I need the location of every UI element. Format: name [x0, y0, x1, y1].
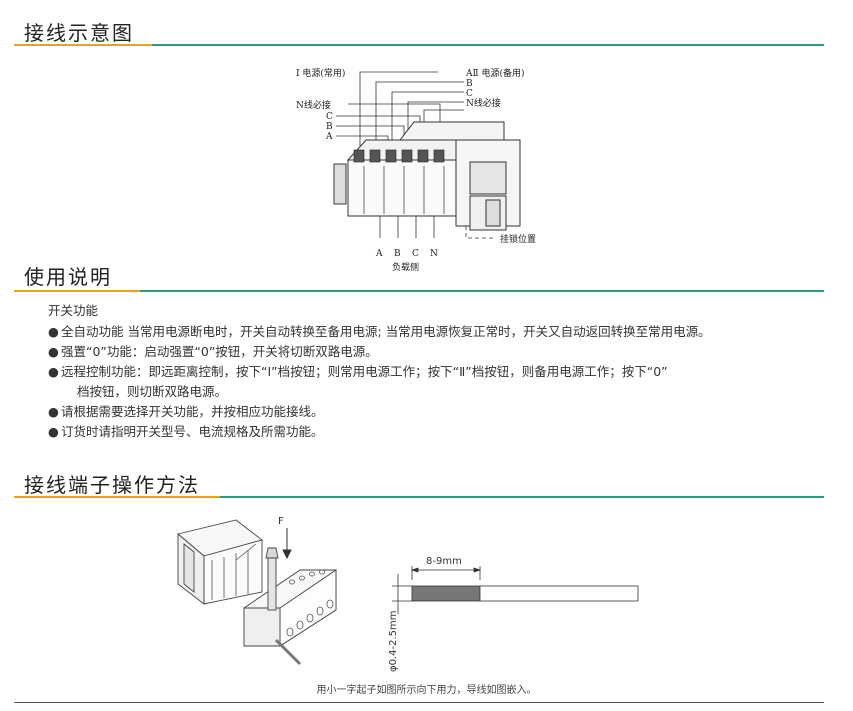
stripped-conductor: [411, 585, 481, 602]
label-b-left: B: [326, 122, 333, 132]
label-power-1: Ⅰ 电源(常用): [296, 67, 345, 79]
label-power-2: AⅡ 电源(备用): [465, 67, 525, 79]
label-n-left: N线必接: [296, 99, 331, 111]
label-phase-c: C: [412, 249, 419, 259]
bullet: ●: [48, 324, 59, 339]
list-item: ● 远程控制功能：即远距离控制，按下“I”档按钮；则常用电源工作；按下“Ⅱ”档按…: [48, 362, 711, 402]
label-lock-position: 挂锁位置: [500, 233, 536, 245]
bullet: ●: [48, 424, 59, 439]
label-a-left: A: [325, 132, 333, 142]
list-item: ● 强置“0”功能：启动强置“0”按钮，开关将切断双路电源。: [48, 342, 711, 362]
terminal-figure: F 8-9mm φ0.4-2.5mm: [177, 516, 639, 673]
section-underline: [14, 290, 824, 292]
wiring-diagram: Ⅰ 电源(常用) AⅡ 电源(备用) B C N线必接 N线必接 C B A 挂…: [296, 67, 536, 273]
section-title-terminal: 接线端子操作方法: [24, 473, 200, 497]
terminal-caption: 用小一字起子如图所示向下用力，导线如图嵌入。: [316, 685, 537, 696]
bullet: ●: [48, 404, 59, 419]
list-item: ● 订货时请指明开关型号、电流规格及所需功能。: [48, 422, 711, 442]
list-item-text: 远程控制功能：即远距离控制，按下“I”档按钮；则常用电源工作；按下“Ⅱ”档按钮，…: [61, 364, 668, 379]
list-item: ● 全自动功能 当常用电源断电时，开关自动转换至备用电源; 当常用电源恢复正常时…: [48, 322, 711, 342]
usage-section: 开关功能 ● 全自动功能 当常用电源断电时，开关自动转换至备用电源; 当常用电源…: [48, 301, 711, 442]
bottom-divider: [14, 702, 824, 703]
section-underline: [14, 496, 824, 498]
section-underline: [14, 44, 824, 46]
list-item-text: 强置“0”功能：启动强置“0”按钮，开关将切断双路电源。: [61, 344, 378, 359]
list-item: ● 请根据需要选择开关功能，并按相应功能接线。: [48, 402, 711, 422]
label-phase-n: N: [430, 249, 438, 259]
section-title-usage: 使用说明: [24, 265, 112, 289]
label-load-side: 负载侧: [392, 261, 419, 273]
label-n-right: N线必接: [466, 97, 501, 109]
function-title: 开关功能: [48, 303, 99, 318]
list-item-text: 全自动功能 当常用电源断电时，开关自动转换至备用电源; 当常用电源恢复正常时，开…: [61, 324, 711, 339]
bullet: ●: [48, 364, 59, 379]
label-b-right: B: [466, 79, 473, 89]
force-label: F: [278, 516, 284, 527]
strip-length-label: 8-9mm: [426, 556, 462, 567]
list-item-text: 请根据需要选择开关功能，并按相应功能接线。: [61, 404, 324, 419]
wire-diameter-label: φ0.4-2.5mm: [388, 611, 399, 673]
bullet: ●: [48, 344, 59, 359]
label-c-right: C: [466, 89, 473, 99]
wire-insulation: [479, 585, 639, 602]
section-title-wiring: 接线示意图: [24, 21, 134, 45]
label-phase-b: B: [394, 249, 401, 259]
label-phase-a: A: [375, 249, 383, 259]
list-item-continuation: 档按钮，则切断双路电源。: [77, 384, 228, 399]
list-item-text: 订货时请指明开关型号、电流规格及所需功能。: [61, 424, 324, 439]
label-c-left: C: [326, 112, 333, 122]
